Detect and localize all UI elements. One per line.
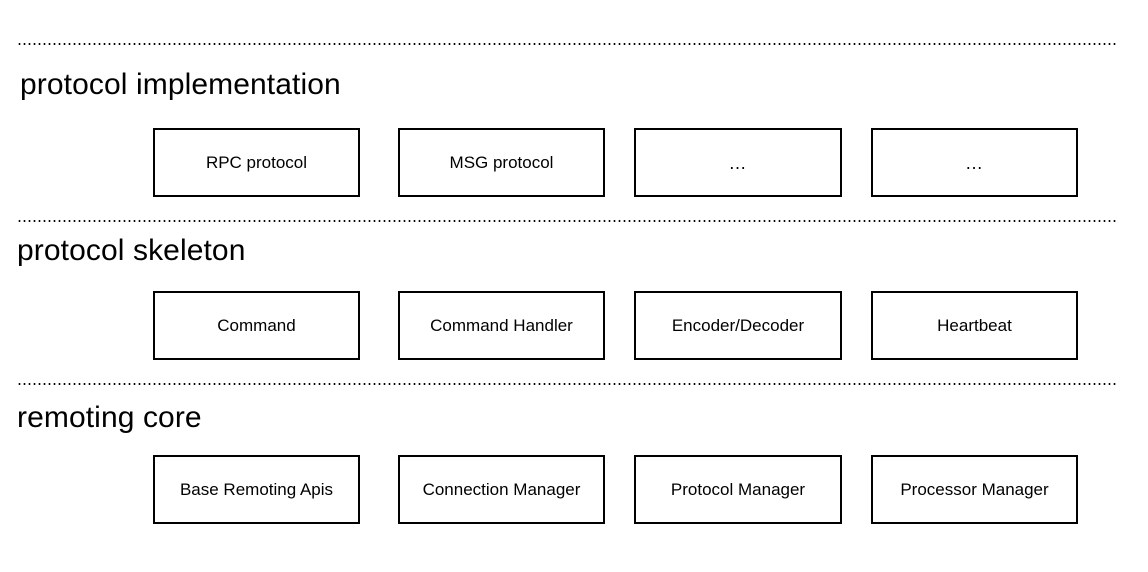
node-label: Base Remoting Apis [179, 479, 334, 499]
tier-row-protocol-skeleton: Command Command Handler Encoder/Decoder … [0, 291, 1148, 361]
node-label: Command [217, 315, 296, 335]
node-protocol-placeholder-2[interactable]: … [871, 128, 1078, 197]
node-label: Connection Manager [422, 479, 581, 499]
node-heartbeat[interactable]: Heartbeat [871, 291, 1078, 360]
node-command[interactable]: Command [153, 291, 360, 360]
node-processor-manager[interactable]: Processor Manager [871, 455, 1078, 524]
node-rpc-protocol[interactable]: RPC protocol [153, 128, 360, 197]
node-base-remoting-apis[interactable]: Base Remoting Apis [153, 455, 360, 524]
node-label: Protocol Manager [670, 479, 806, 499]
node-command-handler[interactable]: Command Handler [398, 291, 605, 360]
node-label: … [728, 152, 748, 173]
node-msg-protocol[interactable]: MSG protocol [398, 128, 605, 197]
node-protocol-manager[interactable]: Protocol Manager [634, 455, 842, 524]
node-protocol-placeholder-1[interactable]: … [634, 128, 842, 197]
tier-title-protocol-skeleton: protocol skeleton [17, 234, 246, 267]
tier-title-remoting-core: remoting core [17, 401, 202, 434]
tier-divider-bottom [17, 383, 1118, 385]
node-encoder-decoder[interactable]: Encoder/Decoder [634, 291, 842, 360]
tier-row-protocol-implementation: RPC protocol MSG protocol … … [0, 128, 1148, 198]
node-connection-manager[interactable]: Connection Manager [398, 455, 605, 524]
node-label: Heartbeat [937, 315, 1012, 335]
node-label: Command Handler [430, 315, 573, 335]
node-label: MSG protocol [449, 152, 554, 172]
tier-title-protocol-implementation: protocol implementation [20, 68, 341, 101]
node-label: … [965, 152, 984, 173]
node-label: RPC protocol [205, 152, 308, 172]
tier-divider-middle [17, 220, 1118, 222]
node-label: Encoder/Decoder [671, 315, 805, 335]
tier-row-remoting-core: Base Remoting Apis Connection Manager Pr… [0, 455, 1148, 525]
node-label: Processor Manager [900, 479, 1049, 499]
tier-divider-top [17, 43, 1118, 45]
